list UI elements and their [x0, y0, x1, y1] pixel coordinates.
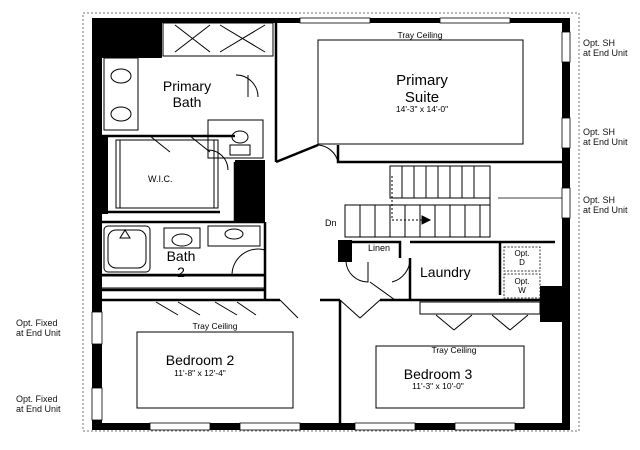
dryer-label: Opt. D [514, 249, 530, 267]
primary-suite-dims: 14'-3" x 14'-0" [395, 104, 449, 114]
bath2-fixtures [103, 225, 261, 273]
side-note-right-1: Opt. SH at End Unit [583, 38, 628, 58]
bedroom2-name: Bedroom 2 [165, 352, 235, 368]
staircase [344, 165, 562, 238]
side-note-left-2: Opt. Fixed at End Unit [16, 394, 61, 414]
washer-dryer [503, 246, 541, 299]
bedroom3-ceiling: Tray Ceiling [431, 345, 477, 355]
tray-ceilings [136, 39, 525, 409]
washer-label: Opt. W [514, 277, 530, 295]
bath2-name: Bath 2 [166, 248, 196, 280]
wall-blocks [100, 136, 352, 262]
side-note-left-1: Opt. Fixed at End Unit [16, 318, 61, 338]
closet-shelves [99, 275, 541, 315]
plan-boundary [82, 12, 580, 432]
primary-bath-fixtures [103, 22, 274, 159]
windows [91, 17, 571, 431]
bedroom3-dims: 11'-3" x 10'-0" [412, 381, 464, 391]
laundry-name: Laundry [420, 264, 471, 280]
primary-bath-name: Primary Bath [162, 78, 212, 110]
side-note-right-2: Opt. SH at End Unit [583, 127, 628, 147]
door-swings [149, 74, 529, 331]
side-note-right-3: Opt. SH at End Unit [583, 195, 628, 215]
linen-name: Linen [368, 243, 391, 253]
primary-suite-ceiling: Tray Ceiling [397, 30, 443, 40]
bedroom2-ceiling: Tray Ceiling [192, 321, 238, 331]
bedroom3-name: Bedroom 3 [403, 366, 473, 382]
stairs-down-label: Dn [325, 218, 337, 228]
primary-suite-name: Primary Suite [396, 72, 448, 106]
wic-name: W.I.C. [148, 174, 173, 184]
bedroom2-dims: 11'-8" x 12'-4" [174, 368, 226, 378]
